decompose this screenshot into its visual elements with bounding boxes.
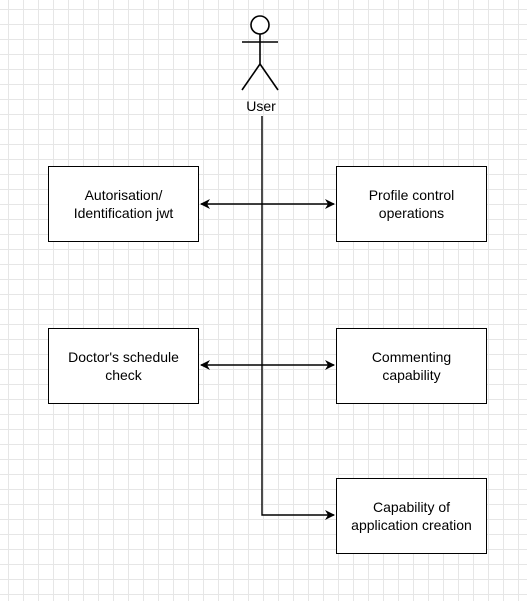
application-creation-box: Capability of application creation xyxy=(336,478,487,554)
application-creation-label: Capability of application creation xyxy=(351,499,472,533)
doctor-schedule-label: Doctor's schedule check xyxy=(68,349,179,383)
user-actor-figure xyxy=(241,15,279,91)
actor-right-leg xyxy=(259,63,279,91)
auth-identification-box: Autorisation/ Identification jwt xyxy=(48,166,199,242)
doctor-schedule-box: Doctor's schedule check xyxy=(48,328,199,404)
commenting-capability-label: Commenting capability xyxy=(371,349,452,383)
auth-identification-label: Autorisation/ Identification jwt xyxy=(73,187,174,221)
commenting-capability-box: Commenting capability xyxy=(336,328,487,404)
profile-control-label: Profile control operations xyxy=(368,187,455,221)
user-to-application-connector xyxy=(261,116,335,520)
actor-left-leg xyxy=(241,63,261,91)
profile-control-box: Profile control operations xyxy=(336,166,487,242)
user-actor-label: User xyxy=(246,98,276,114)
actor-head xyxy=(250,15,270,35)
